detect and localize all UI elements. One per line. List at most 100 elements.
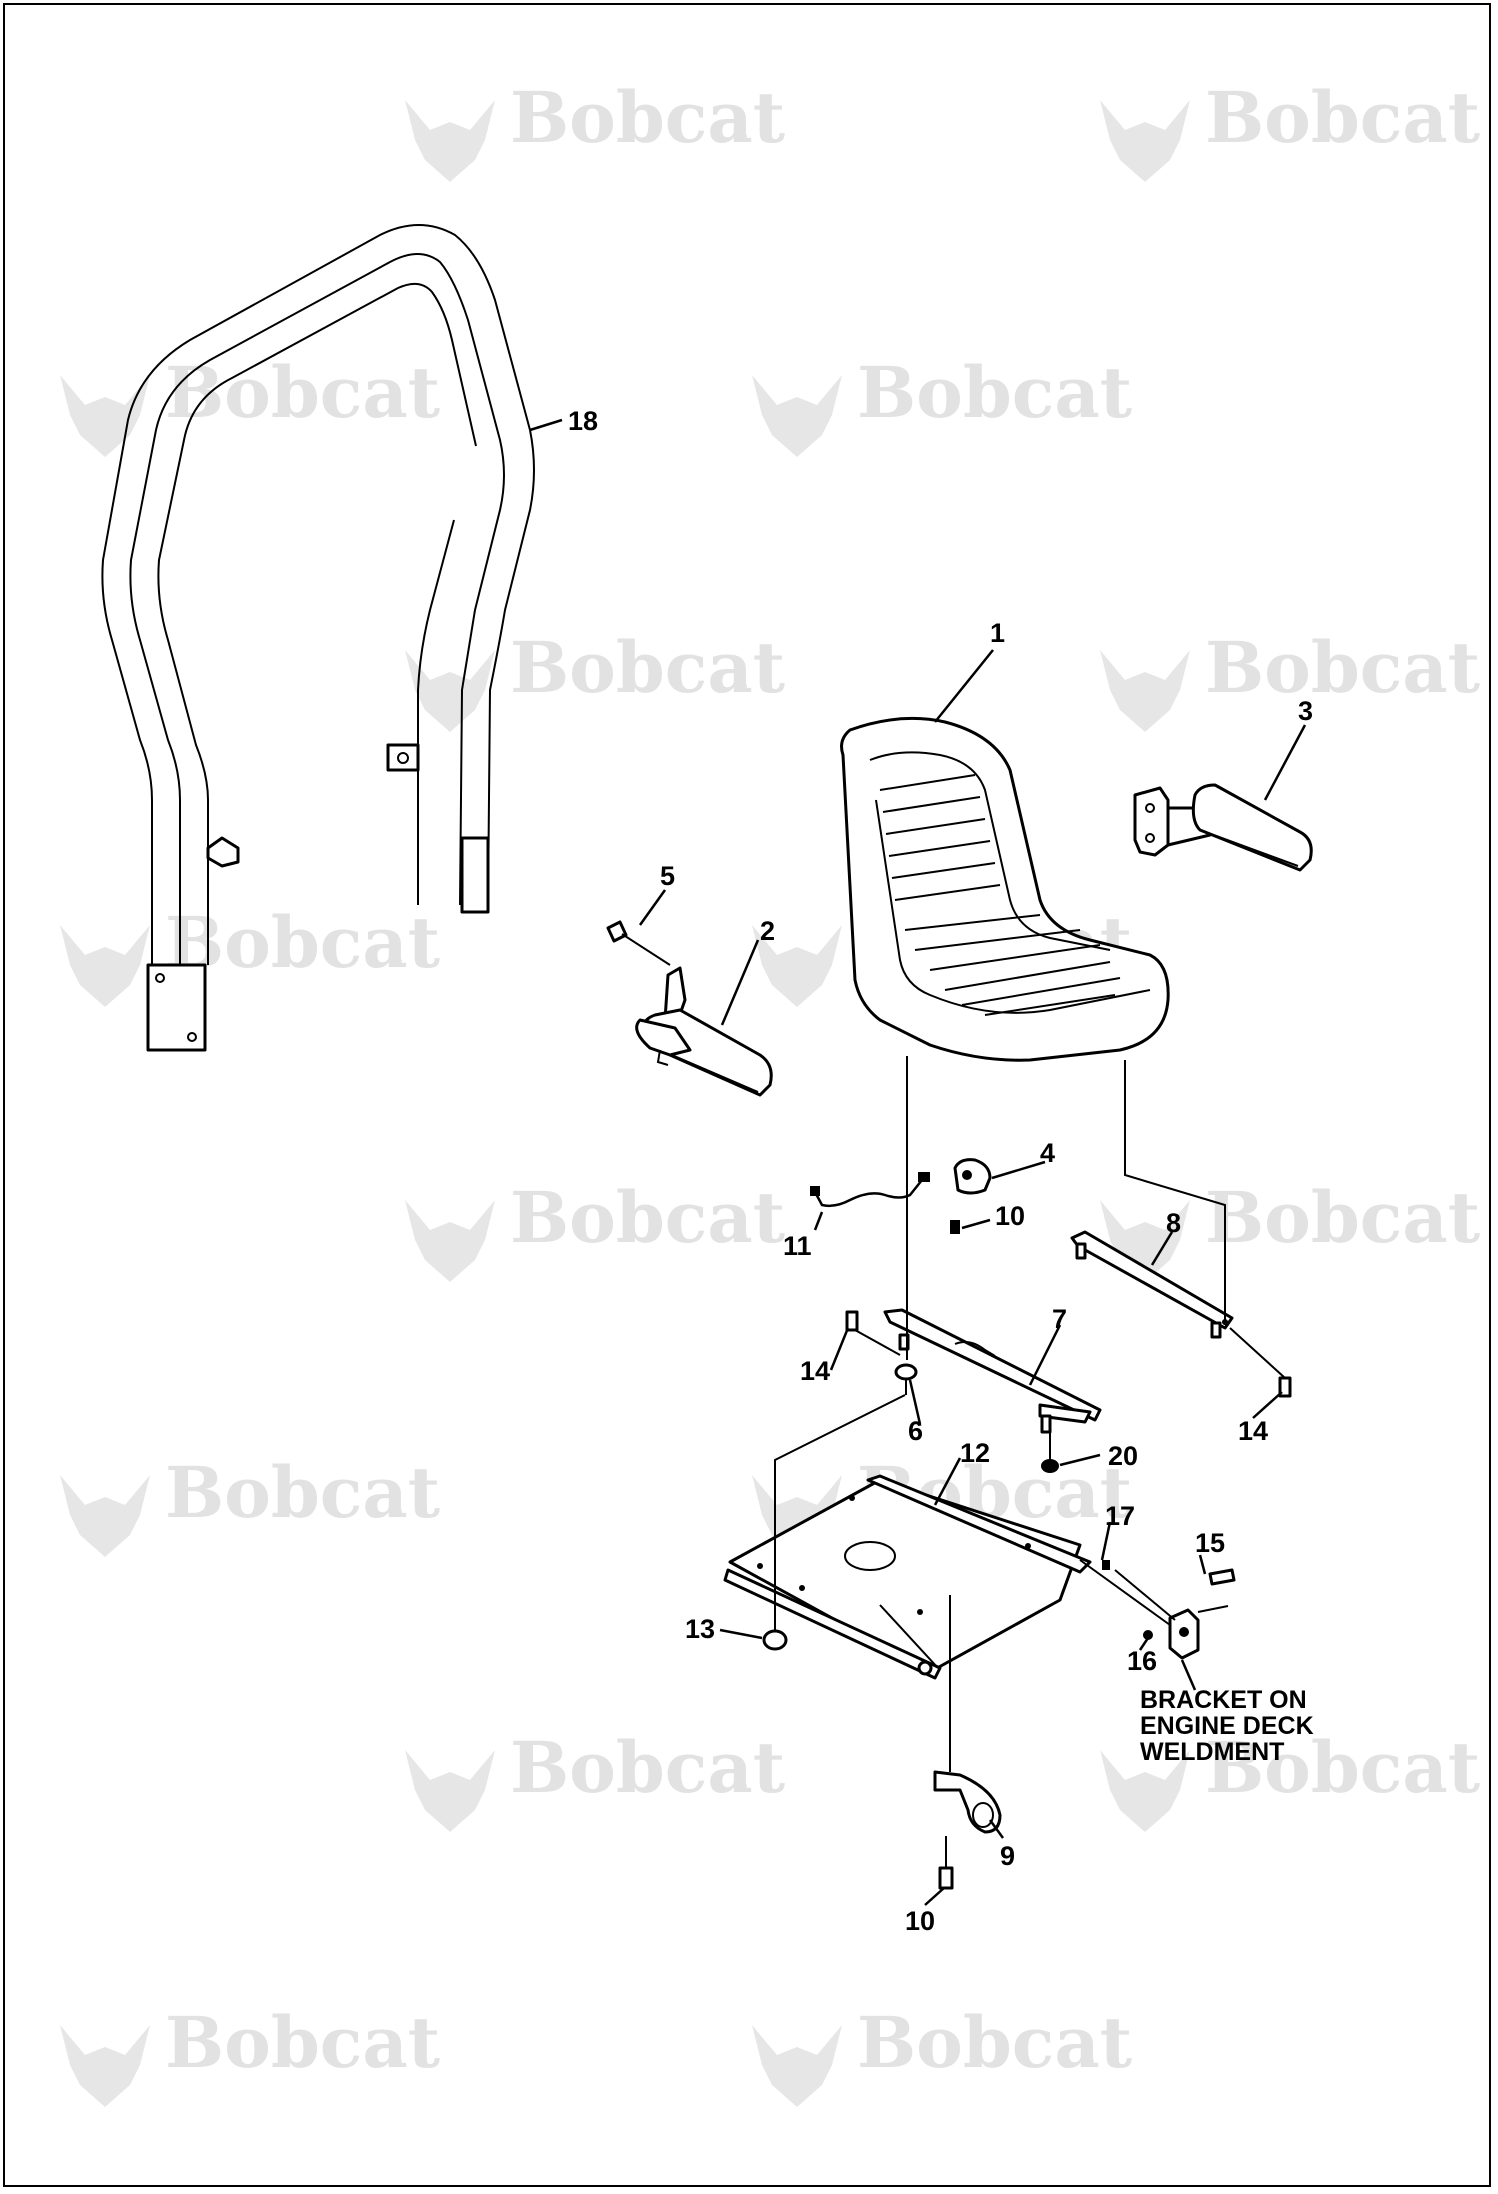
alignment-lines	[774, 1056, 1286, 1868]
watermark: Bobcat ®	[60, 901, 440, 1007]
seat-cushion-ribs	[879, 774, 1121, 1016]
svg-text:®: ®	[1430, 130, 1444, 146]
rops-right-mount-bracket	[460, 836, 490, 914]
left-armrest	[635, 966, 773, 1097]
bobcat-logo-icon	[405, 1750, 495, 1832]
watermark-text: Bobcat	[165, 1451, 440, 1534]
watermark: Bobcat ®	[405, 76, 785, 182]
svg-text:®: ®	[735, 1780, 749, 1796]
bobcat-logo-icon	[1100, 1750, 1190, 1832]
watermark: Bobcat ®	[60, 351, 440, 457]
callout-9: 9	[1000, 1841, 1015, 1871]
watermark-text: Bobcat	[1205, 76, 1480, 159]
bobcat-logo-icon	[752, 2025, 842, 2107]
bolt-17	[1102, 1560, 1110, 1570]
watermark-text: Bobcat	[165, 901, 440, 984]
bolt-10-lower	[938, 1866, 954, 1890]
watermark-layer: Bobcat ® Bobcat ® Bobcat ® Bobcat ® Bobc…	[60, 76, 1480, 2107]
watermark-text: Bobcat	[1205, 1176, 1480, 1259]
svg-text:®: ®	[735, 680, 749, 696]
seat-mount-plate	[723, 1474, 1092, 1680]
bobcat-logo-icon	[405, 100, 495, 182]
watermark: Bobcat ®	[405, 1176, 785, 1282]
note-line-2: ENGINE DECK	[1140, 1712, 1314, 1740]
svg-text:®: ®	[1082, 2055, 1096, 2071]
watermark-text: Bobcat	[165, 351, 440, 434]
latch-handle	[933, 1770, 1002, 1834]
callout-12: 12	[960, 1438, 990, 1468]
callout-2: 2	[760, 916, 775, 946]
adjustment-bracket	[1079, 1559, 1236, 1660]
callout-18: 18	[568, 406, 598, 436]
watermark-text: Bobcat	[165, 2001, 440, 2084]
svg-text:®: ®	[390, 2055, 404, 2071]
callout-8: 8	[1166, 1208, 1181, 1238]
watermark-text: Bobcat	[857, 351, 1132, 434]
svg-text:®: ®	[390, 955, 404, 971]
svg-text:®: ®	[735, 1230, 749, 1246]
bobcat-logo-icon	[60, 2025, 150, 2107]
callout-17: 17	[1105, 1501, 1135, 1531]
bracket-note: BRACKET ON ENGINE DECK WELDMENT	[1140, 1686, 1314, 1766]
bobcat-logo-icon	[752, 375, 842, 457]
bobcat-logo-icon	[752, 925, 842, 1007]
watermark-text: Bobcat	[510, 1176, 785, 1259]
rops-left-mount-plate	[146, 963, 207, 1052]
svg-text:®: ®	[390, 405, 404, 421]
svg-text:®: ®	[1082, 1505, 1096, 1521]
watermark: Bobcat ®	[1100, 1726, 1480, 1832]
watermark: Bobcat ®	[405, 1726, 785, 1832]
bolt-14-left	[845, 1310, 859, 1332]
svg-text:®: ®	[1430, 1230, 1444, 1246]
bolt-5	[606, 920, 671, 966]
callout-13: 13	[685, 1614, 715, 1644]
svg-text:®: ®	[1082, 405, 1096, 421]
washer-16	[1143, 1630, 1153, 1640]
watermark-text: Bobcat	[857, 2001, 1132, 2084]
callout-11: 11	[783, 1231, 812, 1261]
bolt-15	[1208, 1568, 1236, 1586]
bolt-10-upper	[950, 1220, 960, 1234]
svg-text:®: ®	[1430, 680, 1444, 696]
bobcat-logo-icon	[60, 375, 150, 457]
callout-5: 5	[660, 861, 675, 891]
watermark-text: Bobcat	[510, 1726, 785, 1809]
watermark-text: Bobcat	[1205, 1726, 1480, 1809]
leader-lines	[529, 418, 1307, 1906]
svg-text:®: ®	[735, 130, 749, 146]
callout-4: 4	[1040, 1138, 1055, 1168]
seat-switch	[953, 1158, 992, 1195]
callout-7: 7	[1052, 1304, 1067, 1334]
bobcat-logo-icon	[60, 925, 150, 1007]
svg-text:®: ®	[390, 1505, 404, 1521]
bobcat-logo-icon	[1100, 650, 1190, 732]
bobcat-logo-icon	[1100, 100, 1190, 182]
washer-6	[894, 1363, 918, 1381]
right-armrest	[1133, 783, 1313, 872]
callout-3: 3	[1298, 696, 1313, 726]
bobcat-logo-icon	[405, 650, 495, 732]
callout-14-right: 14	[1238, 1416, 1268, 1446]
callout-10-lower: 10	[905, 1906, 935, 1936]
rops-frame	[101, 224, 535, 1052]
callout-16: 16	[1127, 1646, 1157, 1676]
note-line-3: WELDMENT	[1140, 1738, 1284, 1766]
watermark: Bobcat ®	[60, 1451, 440, 1557]
callout-6: 6	[908, 1416, 923, 1446]
watermark: Bobcat ®	[1100, 1176, 1480, 1282]
nut-13	[762, 1629, 788, 1651]
wire-harness	[810, 1172, 930, 1208]
callout-14-left: 14	[800, 1356, 830, 1386]
bobcat-logo-icon	[60, 1475, 150, 1557]
bobcat-logo-icon	[405, 1200, 495, 1282]
watermark: Bobcat ®	[405, 626, 785, 732]
callout-15: 15	[1195, 1528, 1225, 1558]
watermark-text: Bobcat	[1205, 626, 1480, 709]
slide-rail-left	[883, 1308, 1102, 1434]
callout-10-upper: 10	[995, 1201, 1025, 1231]
callout-labels: 1 2 3 4 5 6 7 8 9 10 10 11 12 13 14 14 1…	[568, 406, 1313, 1936]
watermark: Bobcat ®	[752, 2001, 1132, 2107]
watermark: Bobcat ®	[1100, 76, 1480, 182]
watermark: Bobcat ®	[752, 351, 1132, 457]
